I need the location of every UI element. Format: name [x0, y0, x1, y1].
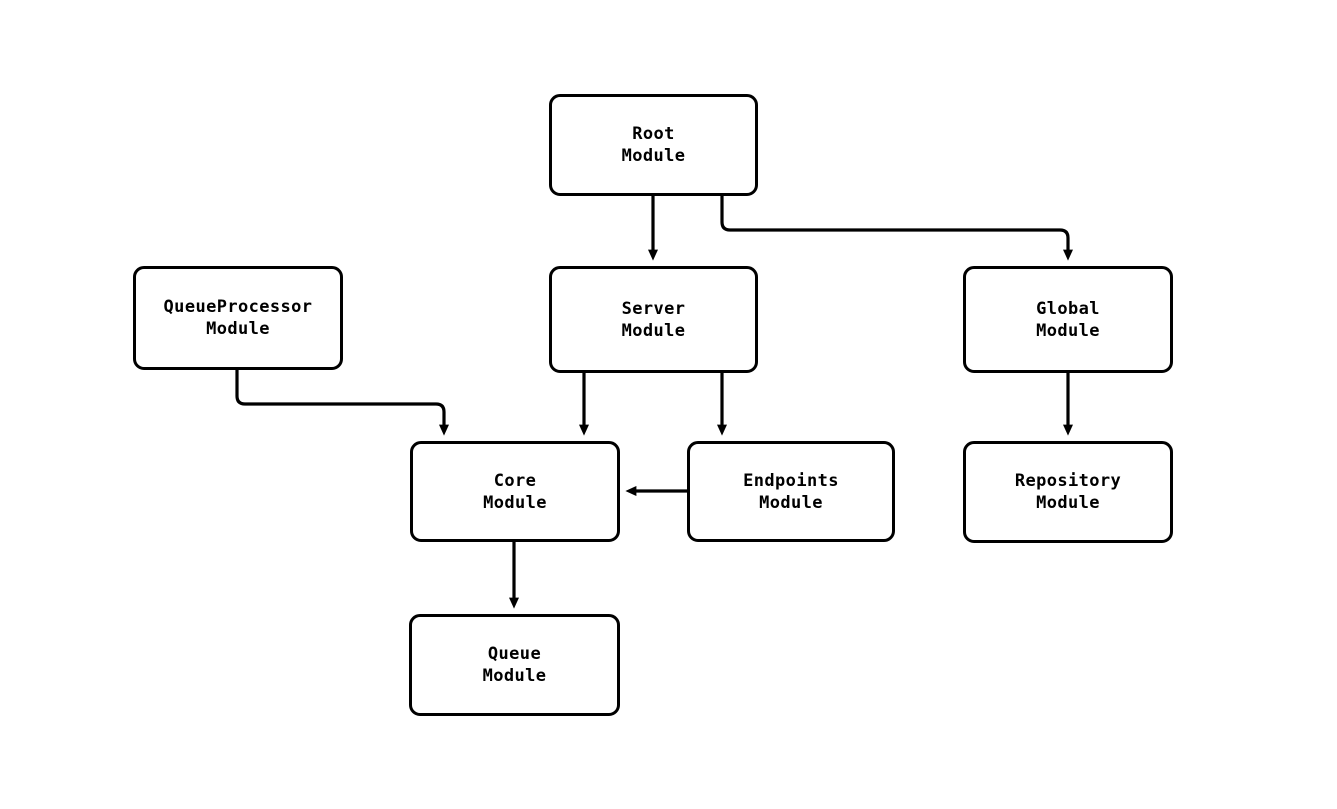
- node-label-queue: Queue Module: [482, 644, 547, 686]
- node-global[interactable]: Global Module: [963, 266, 1173, 373]
- node-label-global: Global Module: [1036, 298, 1100, 341]
- node-root[interactable]: Root Module: [549, 94, 758, 196]
- node-queueprocessor[interactable]: QueueProcessor Module: [133, 266, 343, 370]
- node-label-root: Root Module: [621, 124, 686, 166]
- node-label-repository: Repository Module: [1014, 471, 1122, 513]
- edge-root-to-global: [720, 196, 1073, 261]
- node-server[interactable]: Server Module: [549, 266, 758, 373]
- node-queue[interactable]: Queue Module: [409, 614, 620, 716]
- node-endpoints[interactable]: Endpoints Module: [687, 441, 895, 542]
- node-core[interactable]: Core Module: [410, 441, 620, 542]
- node-repository[interactable]: Repository Module: [963, 441, 1173, 543]
- node-label-endpoints: Endpoints Module: [743, 470, 839, 513]
- node-label-core: Core Module: [483, 470, 547, 513]
- edge-queueprocessor-to-core: [235, 370, 449, 436]
- node-label-queueprocessor: QueueProcessor Module: [163, 297, 313, 339]
- node-label-server: Server Module: [621, 298, 686, 341]
